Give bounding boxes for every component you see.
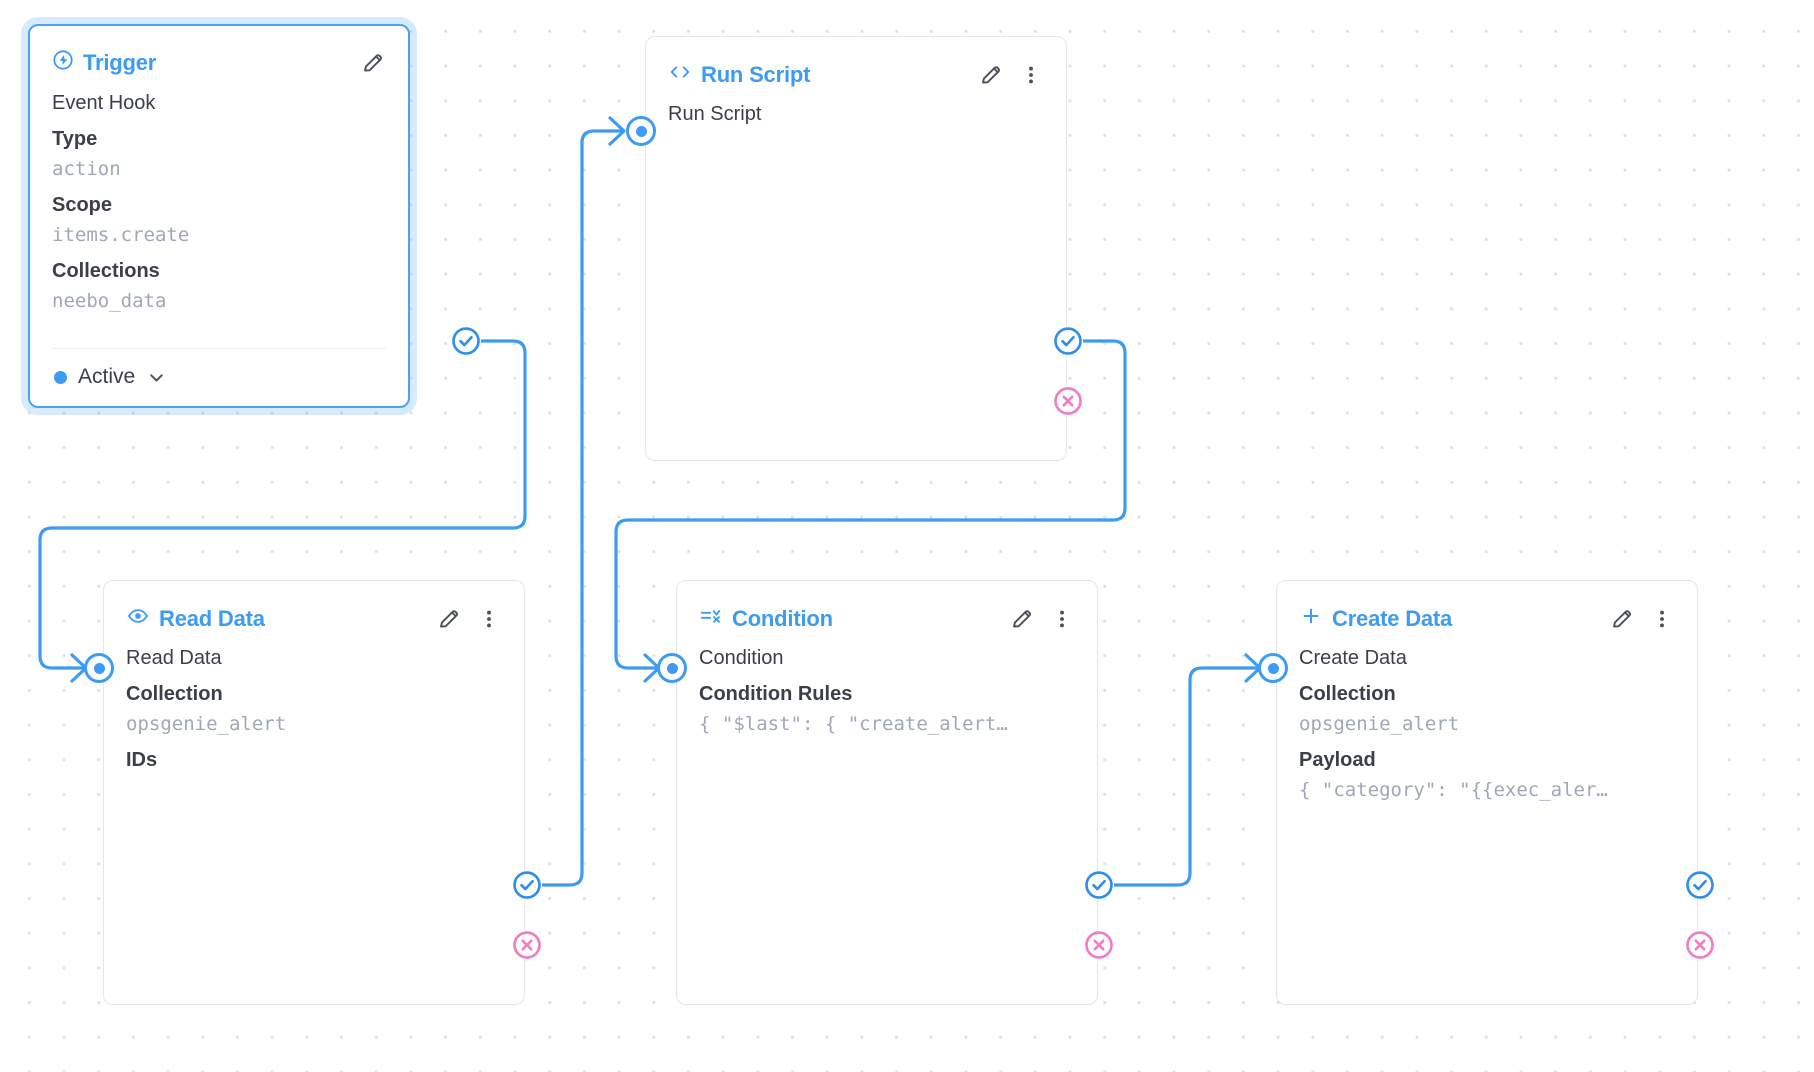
trigger-field-label-0: Type	[52, 128, 98, 150]
read-data-type: Read Data	[126, 605, 265, 633]
more-vertical-icon[interactable]	[476, 606, 502, 632]
arrowhead-run-script-input	[608, 116, 626, 146]
status-badge-dot	[54, 370, 67, 384]
run-script-body: Run Script	[646, 99, 1066, 147]
x-circle-icon-create-data-reject[interactable]	[1685, 930, 1715, 960]
filter-condition-icon	[699, 605, 723, 633]
run-script-header-actions	[978, 62, 1046, 88]
trigger-field-label-1: Scope	[52, 194, 113, 216]
trigger-row-name: Event Hook	[52, 92, 156, 114]
trigger-type: Trigger	[52, 49, 156, 77]
trigger-type-label: Trigger	[83, 50, 157, 75]
create-data-field-value-1: { "category": "{{exec_aler…	[1299, 779, 1608, 801]
create-data-body: Create Data Collection opsgenie_alert Pa…	[1277, 643, 1697, 819]
read-data-header-actions	[436, 606, 504, 632]
code-brackets-icon	[668, 61, 692, 89]
trigger-body: Event Hook Type action Scope items.creat…	[30, 88, 408, 330]
pencil-icon[interactable]	[436, 606, 462, 632]
create-data-type-label: Create Data	[1332, 606, 1453, 631]
edge-condition-to-create-data	[1112, 666, 1260, 887]
trigger-header-actions	[360, 50, 388, 76]
x-circle-icon-run-script-reject[interactable]	[1053, 386, 1083, 416]
node-create-data[interactable]: Create Data Create Data Collection	[1276, 580, 1698, 1005]
check-circle-icon-create-data-resolve[interactable]	[1685, 870, 1715, 900]
pencil-icon[interactable]	[1609, 606, 1635, 632]
check-circle-icon-trigger-resolve[interactable]	[451, 326, 481, 356]
read-data-type-label: Read Data	[159, 606, 265, 631]
trigger-field-value-0: action	[52, 158, 121, 180]
condition-header: Condition	[677, 581, 1097, 643]
trigger-field-value-2: neebo_data	[52, 290, 167, 312]
node-trigger[interactable]: Trigger Event Hook Type action Scope ite…	[28, 24, 410, 408]
pencil-icon[interactable]	[978, 62, 1004, 88]
read-data-field-label-1: IDs	[126, 749, 158, 771]
condition-header-actions	[1009, 606, 1077, 632]
create-data-type: Create Data	[1299, 605, 1452, 633]
more-vertical-icon[interactable]	[1649, 606, 1675, 632]
trigger-header: Trigger	[30, 26, 408, 88]
check-circle-icon-run-script-resolve[interactable]	[1053, 326, 1083, 356]
create-data-field-value-0: opsgenie_alert	[1299, 713, 1460, 735]
run-script-type: Run Script	[668, 61, 810, 89]
pencil-icon[interactable]	[360, 50, 386, 76]
node-read-data[interactable]: Read Data Read Data Collection o	[103, 580, 525, 1005]
read-data-field-label-0: Collection	[126, 683, 223, 705]
check-circle-icon-condition-resolve[interactable]	[1084, 870, 1114, 900]
read-data-row-name: Read Data	[126, 647, 222, 669]
check-circle-icon-read-data-resolve[interactable]	[512, 870, 542, 900]
more-vertical-icon[interactable]	[1049, 606, 1075, 632]
more-vertical-icon[interactable]	[1018, 62, 1044, 88]
condition-type: Condition	[699, 605, 833, 633]
create-data-header-actions	[1609, 606, 1677, 632]
node-run-script[interactable]: Run Script Run Script	[645, 36, 1067, 461]
create-data-field-label-0: Collection	[1299, 683, 1396, 705]
read-data-body: Read Data Collection opsgenie_alert IDs	[104, 643, 524, 789]
read-data-header: Read Data	[104, 581, 524, 643]
trigger-status-dropdown[interactable]: Active	[30, 349, 408, 389]
run-script-header: Run Script	[646, 37, 1066, 99]
run-script-type-label: Run Script	[701, 62, 811, 87]
trigger-field-value-1: items.create	[52, 224, 190, 246]
create-data-field-label-1: Payload	[1299, 749, 1376, 771]
node-condition[interactable]: Condition Condition Condition Rules	[676, 580, 1098, 1005]
plus-icon	[1299, 605, 1323, 633]
condition-type-label: Condition	[732, 606, 833, 631]
input-port-icon-condition[interactable]	[657, 653, 687, 683]
status-badge: Active	[78, 365, 136, 388]
read-data-field-value-0: opsgenie_alert	[126, 713, 287, 735]
trigger-field-label-2: Collections	[52, 260, 160, 282]
input-port-icon-create-data[interactable]	[1258, 653, 1288, 683]
create-data-header: Create Data	[1277, 581, 1697, 643]
condition-field-label-0: Condition Rules	[699, 683, 853, 705]
input-port-icon-run-script[interactable]	[626, 116, 656, 146]
run-script-row-name: Run Script	[668, 103, 762, 125]
pencil-icon[interactable]	[1009, 606, 1035, 632]
input-port-icon-read-data[interactable]	[84, 653, 114, 683]
condition-row-name: Condition	[699, 647, 784, 669]
condition-field-value-0: { "$last": { "create_alert…	[699, 713, 1008, 735]
condition-body: Condition Condition Rules { "$last": { "…	[677, 643, 1097, 753]
x-circle-icon-read-data-reject[interactable]	[512, 930, 542, 960]
lightning-circle-icon	[52, 49, 74, 77]
create-data-row-name: Create Data	[1299, 647, 1407, 669]
x-circle-icon-condition-reject[interactable]	[1084, 930, 1114, 960]
edge-read-data-to-run-script	[540, 129, 624, 887]
eye-icon	[126, 605, 150, 633]
chevron-down-icon[interactable]	[146, 367, 167, 388]
